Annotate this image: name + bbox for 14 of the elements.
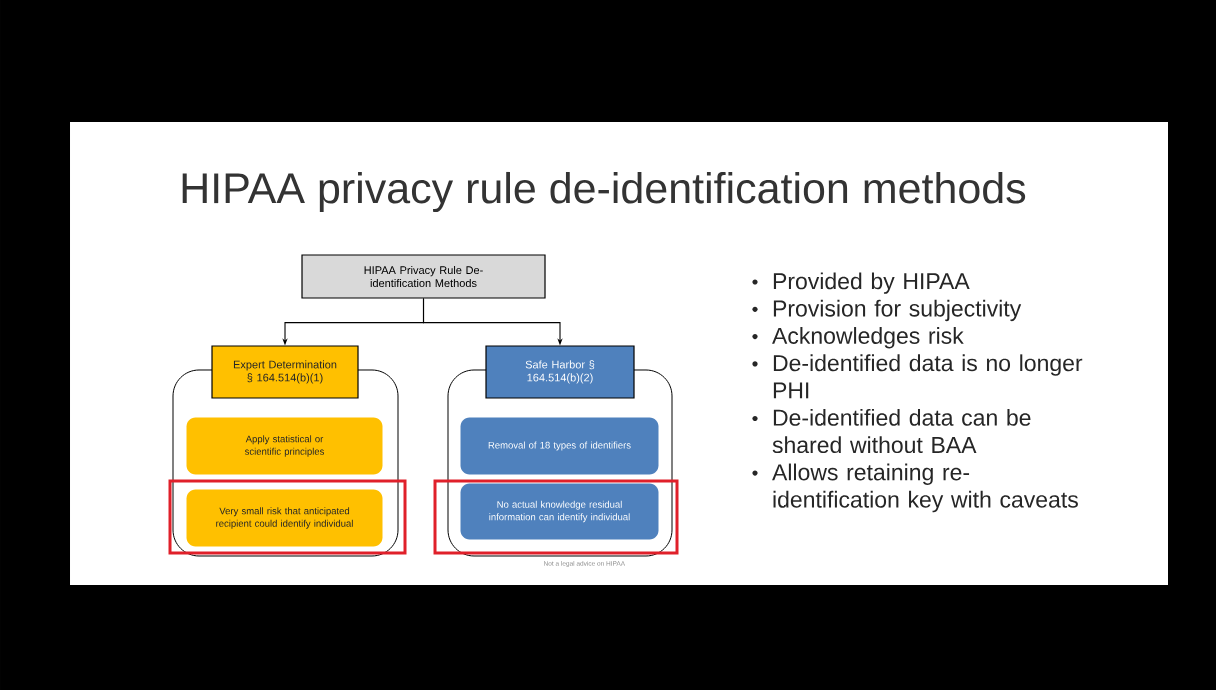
criterion-box: Very small risk that anticipated recipient could identify individual <box>186 489 383 547</box>
bullet-item: Allows retaining re-identification key with caveats <box>772 463 1078 513</box>
bullet-item: Acknowledges risk <box>772 327 964 349</box>
method-box: Expert Determination § 164.514(b)(1) <box>211 345 359 399</box>
bullet-item: De-identified data is no longer PHI <box>773 354 1083 399</box>
slide-title: HIPAA privacy rule de-identification methods <box>182 171 1026 213</box>
criterion-box: Removal of 18 types of identifiers <box>460 417 659 475</box>
bullet-item: Provided by HIPAA <box>773 272 970 294</box>
bullet-item: De-identified data can be shared without BAA <box>772 408 1031 454</box>
bullet-item: Provision for subjectivity <box>773 299 1022 322</box>
criterion-box: No actual knowledge residual information can identify individual <box>460 483 659 540</box>
method-box: Safe Harbor § 164.514(b)(2) <box>485 345 635 399</box>
criterion-box: Apply statistical or scientific principles <box>186 417 383 475</box>
title-box: HIPAA Privacy Rule De-identification Methods <box>301 254 546 299</box>
